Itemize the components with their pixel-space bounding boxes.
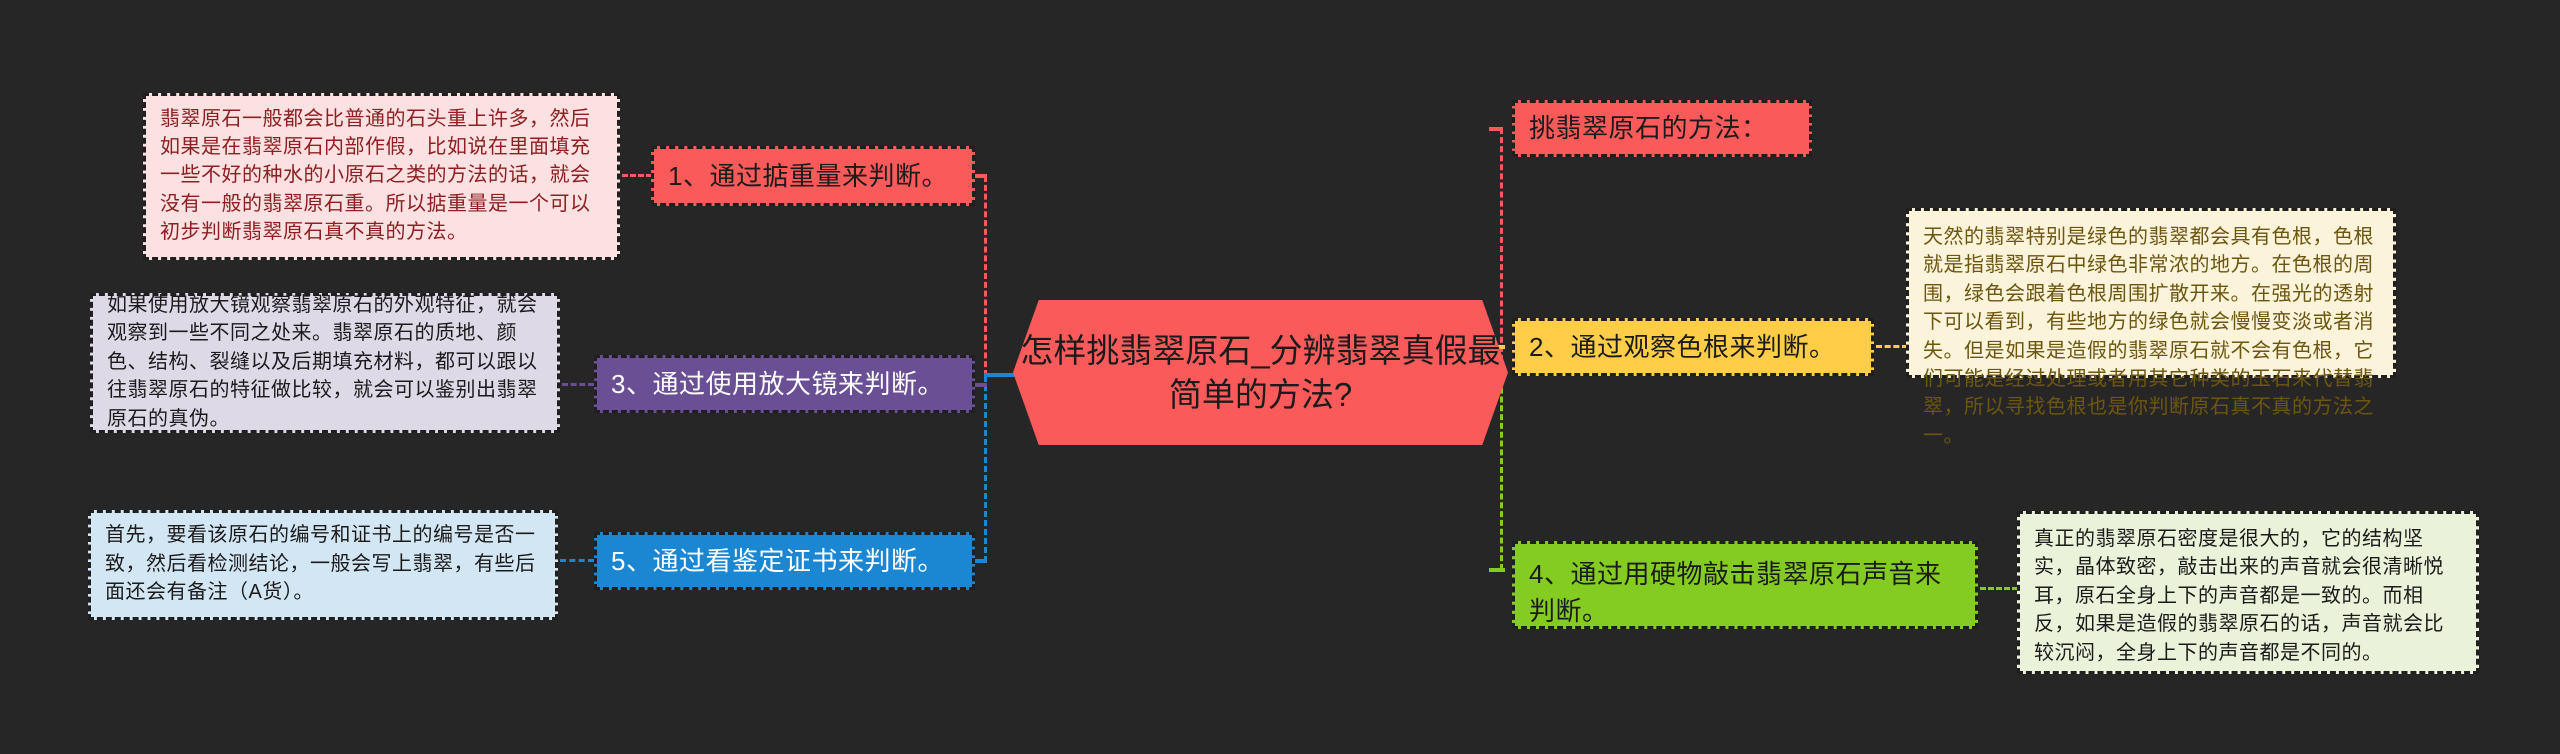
branch-label-certificate[interactable]: 5、通过看鉴定证书来判断。 [594, 532, 975, 590]
connector-stub-header [1489, 127, 1503, 131]
connector-note-lens [562, 383, 594, 386]
note-weight: 翡翠原石一般都会比普通的石头重上许多，然后如果是在翡翠原石内部作假，比如说在里面… [143, 93, 620, 260]
connector-right-red-vertical [1500, 128, 1503, 370]
connector-stub-center-left [984, 373, 1016, 377]
branch-label-sound[interactable]: 4、通过用硬物敲击翡翠原石声音来判断。 [1512, 541, 1978, 629]
center-topic[interactable]: 怎样挑翡翠原石_分辨翡翠真假最简单的方法? [1013, 300, 1508, 445]
note-sound: 真正的翡翠原石密度是很大的，它的结构坚实，晶体致密，敲击出来的声音就会很清晰悦耳… [2017, 511, 2479, 674]
connector-stub-certificate [973, 559, 987, 563]
connector-note-weight [622, 174, 652, 177]
connector-right-green-vertical [1500, 370, 1503, 570]
branch-label-weight[interactable]: 1、通过掂重量来判断。 [651, 146, 975, 206]
connector-left-blue-vertical [984, 376, 987, 562]
connector-left-red-vertical [984, 176, 987, 376]
connector-stub-weight [975, 174, 987, 178]
note-certificate: 首先，要看该原石的编号和证书上的编号是否一致，然后看检测结论，一般会写上翡翠，有… [88, 510, 558, 620]
connector-stub-sound [1489, 568, 1505, 572]
right-header-methods[interactable]: 挑翡翠原石的方法： [1512, 100, 1812, 157]
connector-label-sound [1980, 587, 2018, 590]
note-lens: 如果使用放大镜观察翡翠原石的外观特征，就会观察到一些不同之处来。翡翠原石的质地、… [90, 293, 560, 433]
connector-label-color-root [1876, 345, 1908, 348]
connector-note-certificate [560, 559, 594, 562]
connector-stub-lens [973, 383, 987, 387]
branch-label-lens[interactable]: 3、通过使用放大镜来判断。 [594, 355, 975, 413]
branch-label-color-root[interactable]: 2、通过观察色根来判断。 [1512, 318, 1874, 376]
note-color-root: 天然的翡翠特别是绿色的翡翠都会具有色根，色根就是指翡翠原石中绿色非常浓的地方。在… [1906, 208, 2396, 447]
